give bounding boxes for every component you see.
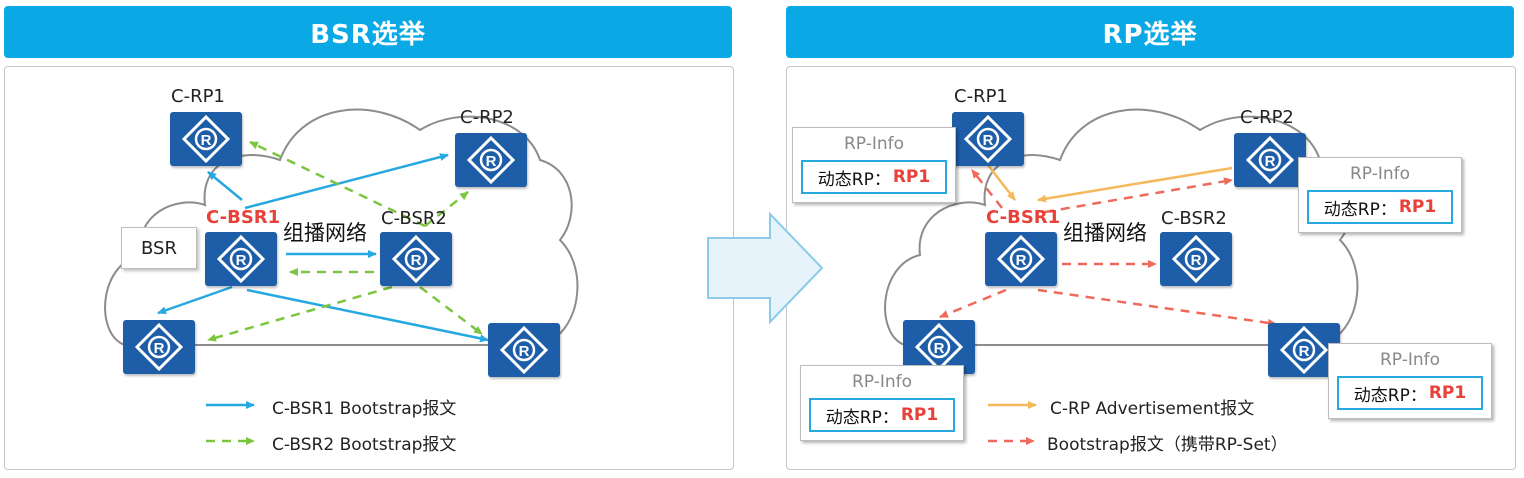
bsr1-arrow-to-bottom-left bbox=[157, 285, 233, 315]
rp-info-value-box: 动态RP：RP1 bbox=[801, 160, 947, 194]
right-crp2-label: C-RP2 bbox=[1240, 107, 1294, 128]
crp2-advert-to-cbsr1 bbox=[1037, 166, 1233, 203]
router-diamond-icon: R bbox=[181, 114, 231, 164]
bsr1-arrow-to-crp1 bbox=[207, 171, 243, 201]
svg-text:R: R bbox=[519, 343, 530, 360]
bootstrap-to-crp1 bbox=[971, 169, 1003, 209]
left-crp1-label: C-RP1 bbox=[171, 86, 225, 107]
right-router-cbsr1: R bbox=[985, 232, 1057, 286]
legend-bootstrap-text: Bootstrap报文（携带RP-Set） bbox=[1047, 435, 1288, 455]
rp-info-box-bottom-right: RP-Info 动态RP：RP1 bbox=[1328, 343, 1492, 419]
router-diamond-icon: R bbox=[499, 325, 549, 375]
svg-text:R: R bbox=[1299, 343, 1310, 360]
right-network-label: 组播网络 bbox=[1063, 221, 1147, 245]
svg-text:R: R bbox=[201, 132, 212, 149]
rp-info-prefix: 动态RP： bbox=[825, 407, 899, 428]
router-diamond-icon: R bbox=[1279, 325, 1329, 375]
svg-text:R: R bbox=[154, 340, 165, 357]
left-router-crp1: R bbox=[170, 112, 242, 166]
svg-text:R: R bbox=[411, 252, 422, 269]
router-diamond-icon: R bbox=[996, 234, 1046, 284]
right-router-cbsr2: R bbox=[1160, 232, 1232, 286]
rp-info-prefix: 动态RP： bbox=[817, 169, 891, 190]
svg-text:R: R bbox=[236, 252, 247, 269]
right-crp1-label: C-RP1 bbox=[954, 86, 1008, 107]
rp-info-prefix: 动态RP： bbox=[1323, 199, 1397, 220]
svg-text:R: R bbox=[1265, 153, 1276, 170]
rp-info-value: RP1 bbox=[892, 167, 931, 187]
crp1-advert-to-cbsr1 bbox=[987, 164, 1016, 201]
right-cbsr1-label: C-BSR1 bbox=[986, 207, 1061, 228]
bsr2-arrow-to-crp1 bbox=[249, 140, 426, 228]
router-diamond-icon: R bbox=[134, 322, 184, 372]
router-diamond-icon: R bbox=[466, 135, 516, 185]
right-arrow-icon bbox=[707, 211, 824, 325]
rp-election-banner: RP选举 bbox=[786, 6, 1514, 58]
left-router-bottom-left: R bbox=[123, 320, 195, 374]
left-cbsr2-label: C-BSR2 bbox=[381, 208, 447, 229]
rp-info-box-bottom-left: RP-Info 动态RP：RP1 bbox=[800, 365, 964, 441]
svg-text:R: R bbox=[486, 153, 497, 170]
legend-advert-text: C-RP Advertisement报文 bbox=[1050, 399, 1255, 419]
rp-info-box-crp2: RP-Info 动态RP：RP1 bbox=[1298, 157, 1462, 233]
bootstrap-to-bottom-right bbox=[1037, 288, 1277, 327]
svg-text:R: R bbox=[1191, 252, 1202, 269]
bsr-tag: BSR bbox=[121, 227, 197, 269]
bsr1-arrow-to-bottom-right bbox=[246, 288, 489, 343]
rp-info-title: RP-Info bbox=[852, 372, 912, 392]
rp-info-prefix: 动态RP： bbox=[1353, 385, 1427, 406]
legend-bsr2-text: C-BSR2 Bootstrap报文 bbox=[272, 435, 457, 455]
router-diamond-icon: R bbox=[216, 234, 266, 284]
left-router-bottom-right: R bbox=[488, 323, 560, 377]
bsr-election-banner: BSR选举 bbox=[4, 6, 732, 58]
right-router-crp2: R bbox=[1234, 133, 1306, 187]
svg-text:R: R bbox=[983, 132, 994, 149]
router-diamond-icon: R bbox=[963, 114, 1013, 164]
rp-info-title: RP-Info bbox=[1350, 164, 1410, 184]
rp-info-value: RP1 bbox=[900, 405, 939, 425]
router-diamond-icon: R bbox=[1245, 135, 1295, 185]
bsr2-arrow-to-bottom-right bbox=[419, 286, 483, 335]
right-cbsr2-label: C-BSR2 bbox=[1161, 208, 1227, 229]
left-router-cbsr2: R bbox=[380, 232, 452, 286]
svg-text:R: R bbox=[1016, 252, 1027, 269]
router-diamond-icon: R bbox=[391, 234, 441, 284]
router-diamond-icon: R bbox=[1171, 234, 1221, 284]
rp-info-value: RP1 bbox=[1428, 383, 1467, 403]
rp-info-value-box: 动态RP：RP1 bbox=[1307, 190, 1453, 224]
left-crp2-label: C-RP2 bbox=[460, 107, 514, 128]
rp-info-value-box: 动态RP：RP1 bbox=[809, 398, 955, 432]
rp-info-value: RP1 bbox=[1398, 197, 1437, 217]
left-router-cbsr1: R bbox=[205, 232, 277, 286]
rp-info-title: RP-Info bbox=[1380, 350, 1440, 370]
bsr1-arrow-to-crp2 bbox=[244, 153, 449, 210]
right-router-crp1: R bbox=[952, 112, 1024, 166]
left-cbsr1-label: C-BSR1 bbox=[206, 207, 281, 228]
left-router-crp2: R bbox=[455, 133, 527, 187]
left-network-label: 组播网络 bbox=[283, 221, 367, 245]
rp-info-value-box: 动态RP：RP1 bbox=[1337, 376, 1483, 410]
legend-bsr1-text: C-BSR1 Bootstrap报文 bbox=[272, 399, 457, 419]
rp-info-title: RP-Info bbox=[844, 134, 904, 154]
svg-text:R: R bbox=[934, 340, 945, 357]
bootstrap-to-bottom-left bbox=[939, 288, 1007, 319]
rp-info-box-crp1: RP-Info 动态RP：RP1 bbox=[792, 127, 956, 203]
